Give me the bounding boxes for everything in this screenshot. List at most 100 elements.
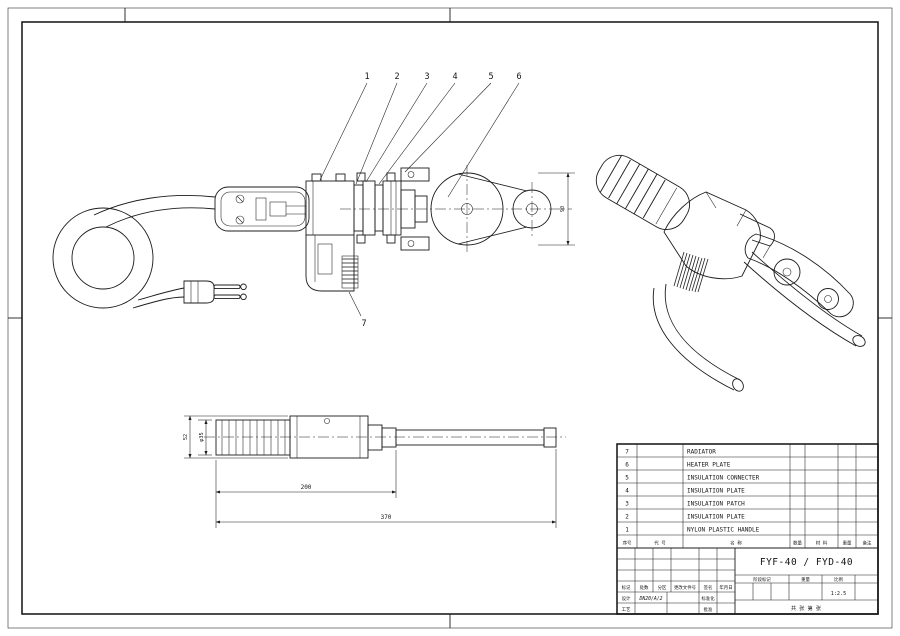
callout-label: 3 [424,72,429,82]
bom-header-qty: 数量 [793,540,802,547]
bom-header-weight: 重量 [843,540,852,547]
callout-label: 7 [361,319,366,329]
plug-pin-tip [240,283,247,291]
iso-paddle [744,233,854,318]
bolt-head [386,172,396,182]
clamp-lug [400,236,430,251]
design-signature: DN20/A/2 [638,596,662,602]
dim-52-label: 52 [183,434,189,440]
side-view: 90 1 2 3 4 5 [52,72,575,329]
screw-icon [235,194,245,204]
bom-header-code: 代 号 [654,540,666,547]
bom-row-name: HEATER PLATE [687,462,731,469]
callout-label: 2 [394,72,399,82]
dim-dia35: φ35 [198,419,212,456]
switch-block [255,197,267,221]
power-plug [183,280,247,304]
part-ribbed-body [215,419,291,456]
doc-label: 更改文件号 [674,584,697,591]
callout-label: 6 [516,72,521,82]
bom-row: 2 INSULATION PLATE [625,514,745,521]
iso-clamp [739,213,775,247]
approval-rows: 设计 DN20/A/2 标准化 工艺 批准 [622,595,716,613]
dim-200: 200 [215,450,397,528]
bom-row-name: RADIATOR [687,449,716,456]
part-neck-shaft [367,424,557,451]
dim-200-label: 200 [301,484,312,491]
callout-label: 4 [452,72,457,82]
bom-header-name: 名 称 [730,540,742,547]
design-label: 设计 [622,595,631,602]
dim-plate-height-label: 90 [560,206,566,212]
craft-label: 工艺 [622,607,631,613]
bom-table: 7 RADIATOR 6 HEATER PLATE 5 INSULATION C… [616,443,879,615]
bom-row-name: INSULATION PATCH [687,501,745,508]
part-view: 200 370 φ35 52 [183,415,566,528]
bolt-head [356,234,366,244]
bolt-head [335,173,346,182]
dim-370-label: 370 [381,514,392,521]
bom-header-material: 材 料 [816,540,828,547]
bolt-head [356,172,366,182]
date-label: 年月日 [719,584,732,591]
bolt-head [311,173,322,182]
callout-4: 4 [378,72,458,185]
mark-label: 标记 [622,584,631,591]
iso-view [595,154,866,392]
dim-52: 52 [183,415,288,459]
callout-1: 1 [319,72,370,181]
callout-label: 1 [364,72,369,82]
iso-heater-cylinder [595,154,690,230]
sheet-frame [7,7,893,629]
bom-row-no: 1 [625,527,629,534]
iso-body [663,191,775,293]
approve-label: 批准 [704,606,713,613]
heater-plate-paddle [340,165,572,253]
radiator-fins [341,255,359,289]
scale-value: 1:2.5 [831,591,847,597]
clamp-lug [400,167,430,182]
bom-header-no: 序号 [623,540,632,547]
screw-icon [324,418,330,424]
revision-header: 标记 处数 分区 更改文件号 签名 年月日 [622,584,733,591]
title-block: FYF-40 / FYD-40 阶段标记 重量 比例 1:2.5 共 张 第 张… [617,548,878,614]
scale-label: 比例 [834,576,843,583]
stage-label: 阶段标记 [753,576,771,583]
std-label: 标准化 [701,595,715,602]
drawing-title: FYF-40 / FYD-40 [760,557,853,568]
bom-row-no: 4 [625,488,629,495]
bom-row: 3 INSULATION PATCH [625,501,745,508]
bom-row-no: 7 [625,449,629,456]
cable-coil [52,195,216,309]
bom-header-remark: 备注 [863,540,872,547]
dim-370: 370 [215,449,557,528]
callout-5: 5 [404,72,494,173]
bom-header-row: 序号 代 号 名 称 数量 材 料 重量 备注 [623,540,872,547]
handle-grip [214,186,310,232]
bolt-head [386,234,396,244]
callout-6: 6 [447,72,522,198]
bom-row: 5 INSULATION CONNECTER [625,475,759,482]
bom-row: 4 INSULATION PLATE [625,488,745,495]
iso-handle-tubes [652,251,866,392]
callout-7: 7 [348,291,367,329]
sign-label: 签名 [704,584,713,591]
junction-box [305,173,359,292]
iso-grip-ribs [673,251,709,293]
sheet-count: 共 张 第 张 [791,604,822,612]
bom-row-name: INSULATION PLATE [687,488,745,495]
callouts: 1 2 3 4 5 6 7 [319,72,522,329]
weight-label: 重量 [801,576,810,583]
bom-row-no: 3 [625,501,629,508]
bom-row-no: 2 [625,514,629,521]
bom-row: 7 RADIATOR [625,449,716,456]
bom-row: 1 NYLON PLASTIC HANDLE [625,527,759,534]
dim-dia35-label: φ35 [199,432,205,441]
plug-pin-tip [240,293,247,301]
count-label: 处数 [640,584,649,591]
callout-3: 3 [365,72,430,183]
bom-row-no: 6 [625,462,629,469]
bom-row-name: INSULATION PLATE [687,514,745,521]
